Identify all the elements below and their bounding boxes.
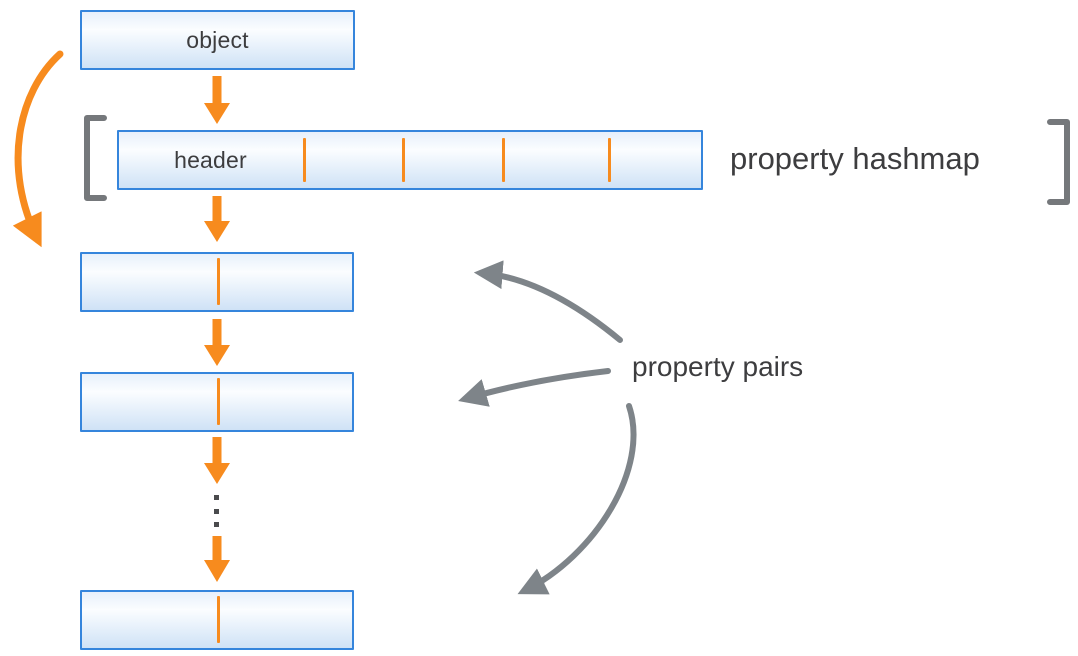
pair-node-3 [80, 590, 354, 650]
pairs-pointer-arrow-middle-icon [458, 368, 611, 407]
hashmap-slot-divider [608, 138, 611, 182]
pair-divider [217, 378, 220, 425]
pairs-pointer-arrow-bottom-icon [517, 403, 637, 595]
hashmap-node: header [117, 130, 703, 190]
arrow-hashmap-to-pair1-icon [204, 196, 230, 242]
hashmap-slot-divider [303, 138, 306, 182]
hashmap-annotation-label: property hashmap [730, 141, 980, 176]
hashmap-slot-divider [402, 138, 405, 182]
arrow-ellipsis-to-lastpair-icon [204, 536, 230, 582]
object-label: object [186, 26, 249, 53]
hashmap-slot-divider [502, 138, 505, 182]
arrow-pair2-to-ellipsis-icon [204, 437, 230, 484]
pair-node-2 [80, 372, 354, 432]
pair-divider [217, 596, 220, 643]
arrow-pair1-to-pair2-icon [204, 319, 230, 366]
header-label: header [174, 146, 247, 173]
curved-arrow-object-to-pairs-icon [12, 50, 64, 248]
bracket-right-icon [1047, 119, 1070, 205]
bracket-left-icon [84, 115, 107, 201]
pairs-annotation-label: property pairs [632, 351, 804, 382]
pair-divider [217, 258, 220, 305]
ellipsis-dots-icon [214, 495, 219, 527]
arrow-object-to-hashmap-icon [204, 76, 230, 124]
pairs-pointer-arrow-top-icon [473, 260, 623, 343]
object-node: object [80, 10, 355, 70]
pair-node-1 [80, 252, 354, 312]
